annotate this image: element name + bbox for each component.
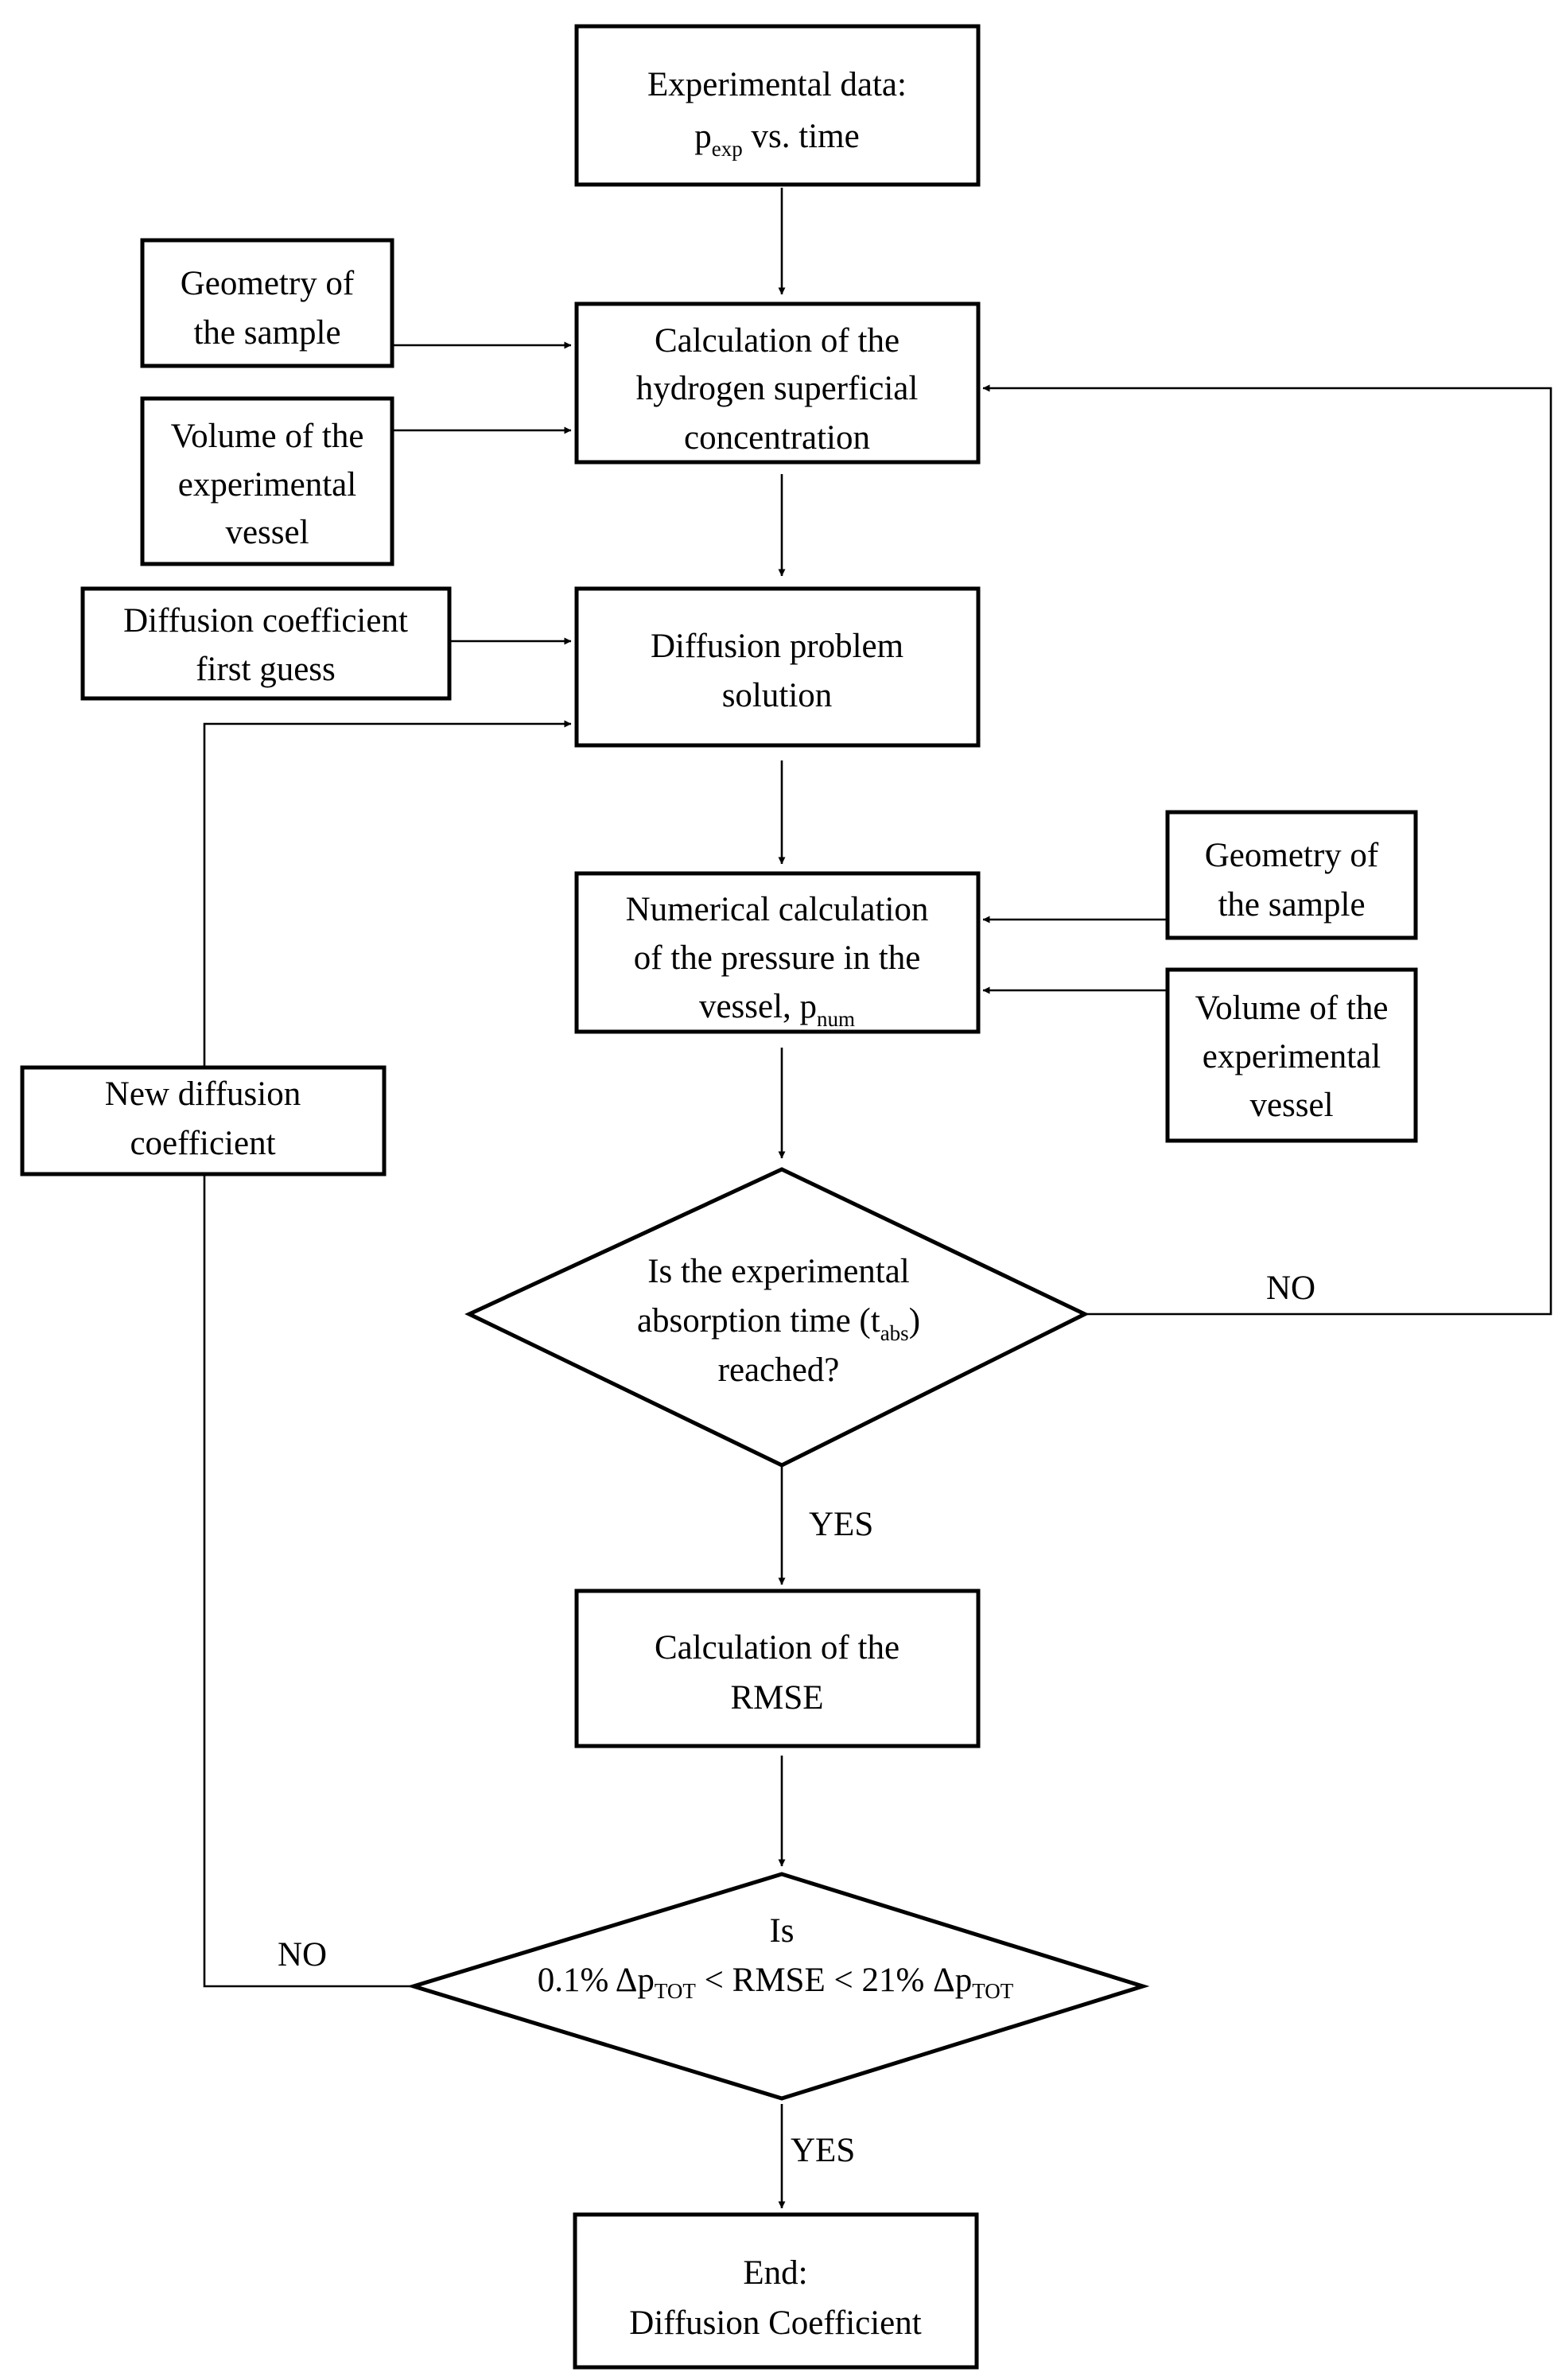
connector-lines xyxy=(203,188,1552,2209)
node-text: pexp vs. time xyxy=(694,118,859,161)
node-geometry-right: Geometry of the sample xyxy=(1165,810,1418,940)
node-text: experimental xyxy=(178,466,357,504)
node-diffusion-guess: Diffusion coefficient first guess xyxy=(80,586,452,701)
edge-label-time-yes: YES xyxy=(809,1506,873,1543)
node-diffusion-solution: Diffusion problem solution xyxy=(574,586,981,748)
node-end: End: Diffusion Coefficient xyxy=(573,2212,979,2370)
node-text: RMSE xyxy=(730,1679,823,1717)
edge-label-rmse-yes: YES xyxy=(791,2132,855,2169)
node-calc-rmse: Calculation of the RMSE xyxy=(574,1589,981,1748)
node-text: vessel xyxy=(1249,1087,1333,1124)
node-text: experimental xyxy=(1203,1038,1381,1075)
node-text: the sample xyxy=(193,314,340,352)
node-text: Numerical calculation xyxy=(626,891,929,928)
node-decision-time: Is the experimental absorption time (tab… xyxy=(464,1167,1090,1468)
node-text: concentration xyxy=(684,419,870,457)
node-new-diffusion: New diffusion coefficient xyxy=(20,1065,387,1176)
node-text: 0.1% ΔpTOT < RMSE < 21% ΔpTOT xyxy=(538,1962,1014,2003)
node-decision-rmse: Is 0.1% ΔpTOT < RMSE < 21% ΔpTOT xyxy=(406,1872,1150,2101)
node-experimental-data: Experimental data: pexp vs. time xyxy=(574,24,981,187)
edge-label-time-no: NO xyxy=(1266,1270,1315,1307)
node-text: Geometry of xyxy=(181,265,355,302)
edge-label-rmse-no: NO xyxy=(278,1936,327,1974)
loop-new-to-diffusion xyxy=(203,720,572,1068)
node-calc-concentration: Calculation of the hydrogen superficial … xyxy=(574,301,981,465)
node-text: Volume of the xyxy=(1195,990,1389,1027)
node-text: End: xyxy=(743,2254,807,2292)
node-text: hydrogen superficial xyxy=(636,370,919,407)
loop-rmse-no xyxy=(203,1174,414,1988)
node-text: Calculation of the xyxy=(655,322,900,360)
node-text: first guess xyxy=(196,651,336,688)
loop-time-no xyxy=(982,384,1552,1316)
node-text: Calculation of the xyxy=(655,1629,900,1666)
node-numerical-pressure: Numerical calculation of the pressure in… xyxy=(574,871,981,1034)
node-text: New diffusion xyxy=(105,1075,301,1113)
node-text: Diffusion problem xyxy=(651,628,903,665)
node-text: Diffusion coefficient xyxy=(123,602,408,640)
node-text: solution xyxy=(722,677,833,714)
node-geometry-left: Geometry of the sample xyxy=(140,238,394,368)
node-text: reached? xyxy=(718,1351,840,1389)
node-text: coefficient xyxy=(130,1125,275,1162)
node-text: Is xyxy=(769,1912,794,1950)
node-volume-right: Volume of the experimental vessel xyxy=(1165,967,1418,1143)
node-text: Diffusion Coefficient xyxy=(629,2304,921,2342)
node-text: vessel, pnum xyxy=(699,988,855,1031)
node-text: Experimental data: xyxy=(647,66,907,103)
node-text: Geometry of xyxy=(1205,837,1379,874)
node-text: the sample xyxy=(1218,886,1365,924)
node-text: vessel xyxy=(225,514,309,551)
node-text: Is the experimental xyxy=(647,1253,910,1290)
node-volume-left: Volume of the experimental vessel xyxy=(140,396,394,566)
node-text: of the pressure in the xyxy=(634,939,921,977)
node-text: Volume of the xyxy=(171,418,364,455)
node-text: absorption time (tabs) xyxy=(637,1302,920,1345)
